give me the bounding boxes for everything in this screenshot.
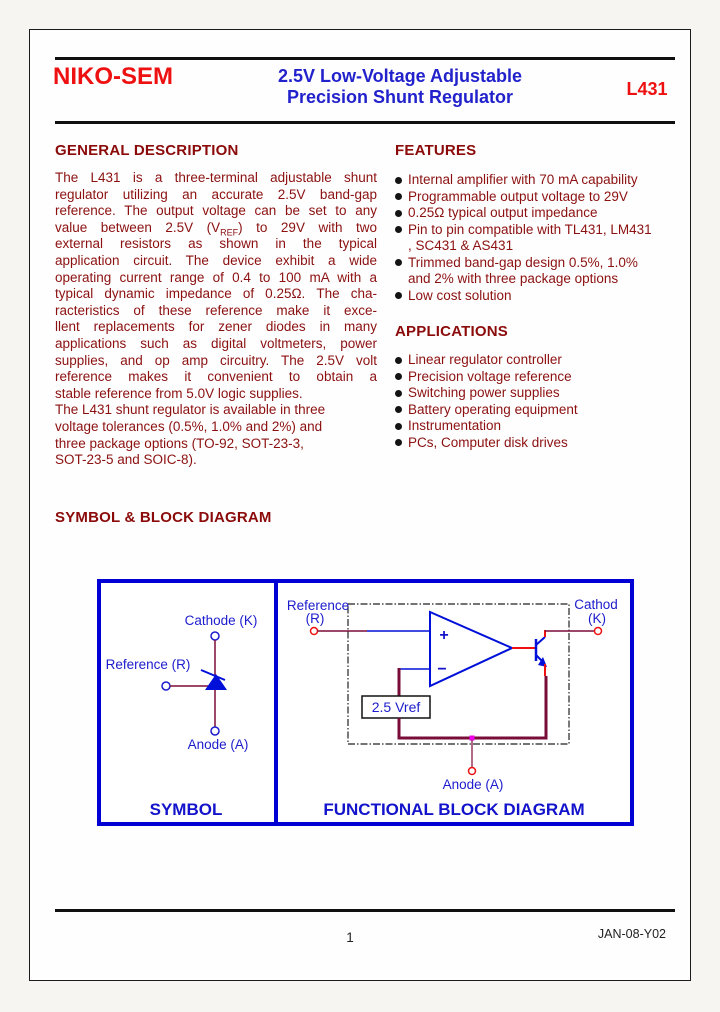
anode-junction-dot [469, 735, 475, 741]
applications-list: Linear regulator controller Precision vo… [395, 352, 690, 451]
opamp-icon [429, 610, 515, 688]
description-line: reference. The output voltage can be set… [55, 203, 377, 219]
description-line: regulator utilizing an accurate 2.5V ban… [55, 186, 377, 202]
application-item: Precision voltage reference [395, 369, 690, 386]
feature-item: Trimmed band-gap design 0.5%, 1.0% [395, 255, 690, 272]
description-line: SOT-23-5 and SOIC-8). [55, 452, 197, 468]
description-line: application circuit. The device exhibit … [55, 252, 377, 268]
description-line: three package options (TO-92, SOT-23-3, [55, 435, 304, 451]
vref-box [361, 695, 431, 719]
description-line: voltage tolerances (0.5%, 1.0% and 2%) a… [55, 418, 323, 434]
description-line: stable reference from 5.0V logic supplie… [55, 385, 303, 401]
opamp-minus-input: − [437, 661, 446, 678]
transistor-collector-icon [535, 636, 546, 646]
description-line: external resistors as shown in the typic… [55, 236, 377, 252]
description-line: applications such as digital voltmeters,… [55, 335, 377, 351]
diode-cathode-bar-icon [200, 669, 226, 681]
features-heading: FEATURES [395, 142, 477, 159]
symbol-anode-terminal [210, 726, 220, 736]
feature-item: Internal amplifier with 70 mA capability [395, 172, 690, 189]
block-reference-terminal [309, 626, 319, 636]
description-line: The L431 shunt regulator is available in… [55, 402, 326, 418]
application-item: Switching power supplies [395, 385, 690, 402]
feature-item-continuation: and 2% with three package options [408, 271, 619, 286]
diagram-heading: SYMBOL & BLOCK DIAGRAM [55, 509, 272, 526]
application-item: Instrumentation [395, 418, 690, 435]
page-number: 1 [346, 930, 354, 945]
bullet-icon [395, 406, 402, 414]
symbol-reference-terminal [161, 681, 171, 691]
symbol-anode-label: Anode (A) [188, 737, 249, 752]
vref-subscript: REF [220, 227, 239, 238]
feature-item: Programmable output voltage to 29V [395, 189, 690, 206]
diagram-canvas: Cathode (K) Reference (R) Anode (A) SYMB… [97, 579, 634, 826]
company-logo: NIKO-SEM [53, 63, 173, 90]
description-line: supplies, and op amp circuitry. The 2.5V… [55, 352, 377, 368]
description-line: llent replacements for zener diodes in m… [55, 319, 377, 335]
bullet-icon [395, 292, 402, 300]
block-anode-terminal [467, 766, 477, 776]
description-line: reference makes it convenient to obtain … [55, 369, 377, 385]
block-cathode-label: Cathod [574, 597, 618, 612]
feature-item: Low cost solution [395, 288, 690, 305]
bullet-icon [395, 209, 402, 217]
ic-boundary-dashed-box [347, 603, 570, 745]
header-top-rule [55, 57, 675, 60]
bullet-icon [395, 259, 402, 267]
date-code: JAN-08-Y02 [597, 927, 666, 941]
block-reference-label-pin: (R) [306, 611, 325, 626]
general-description-text: The L431 is a three-terminal adjustable … [55, 170, 377, 469]
application-item: PCs, Computer disk drives [395, 435, 690, 452]
header-bottom-rule [55, 121, 675, 124]
block-cathode-label-pin: (K) [588, 611, 606, 626]
applications-heading: APPLICATIONS [395, 323, 508, 340]
description-line: operating current range of 0.4 to 100 mA… [55, 269, 377, 285]
features-list: Internal amplifier with 70 mA capability… [395, 172, 690, 304]
description-line-vref: value between 2.5V (VREF) to 29V with tw… [55, 219, 377, 238]
bullet-icon [395, 422, 402, 430]
doc-title-line1: 2.5V Low-Voltage Adjustable [277, 66, 523, 86]
bullet-icon [395, 439, 402, 447]
symbol-block-diagram: Cathode (K) Reference (R) Anode (A) SYMB… [97, 579, 634, 826]
symbol-cathode-label: Cathode (K) [185, 613, 258, 628]
bullet-icon [395, 176, 402, 184]
bullet-icon [395, 373, 402, 381]
description-line: typical dynamic impedance of 0.25Ω. The … [55, 286, 377, 302]
block-cathode-terminal [593, 626, 603, 636]
symbol-caption: SYMBOL [150, 800, 223, 819]
datasheet-page: NIKO-SEM 2.5V Low-Voltage Adjustable Pre… [29, 29, 691, 981]
general-description-heading: GENERAL DESCRIPTION [55, 142, 239, 159]
application-item: Linear regulator controller [395, 352, 690, 369]
description-line: racteristics of these reference make it … [55, 302, 377, 318]
symbol-reference-label: Reference (R) [106, 657, 191, 672]
bullet-icon [395, 356, 402, 364]
shunt-diode-icon [205, 674, 227, 690]
feature-item-continuation: , SC431 & AS431 [408, 238, 514, 253]
footer-rule [55, 909, 675, 912]
vref-box-label: 2.5 Vref [372, 699, 421, 715]
block-reference-label: Reference [287, 598, 349, 613]
bullet-icon [395, 389, 402, 397]
opamp-plus-input: + [439, 627, 448, 644]
bullet-icon [395, 193, 402, 201]
feature-item: 0.25Ω typical output impedance [395, 205, 690, 222]
symbol-cathode-terminal [210, 631, 220, 641]
block-anode-label: Anode (A) [443, 777, 504, 792]
description-line: The L431 is a three-terminal adjustable … [55, 170, 377, 185]
feature-item: Pin to pin compatible with TL431, LM431 [395, 222, 690, 239]
application-item: Battery operating equipment [395, 402, 690, 419]
block-caption: FUNCTIONAL BLOCK DIAGRAM [323, 800, 584, 819]
doc-title-line2: Precision Shunt Regulator [286, 87, 514, 107]
part-number: L431 [626, 79, 668, 99]
doc-title: 2.5V Low-Voltage Adjustable Precision Sh… [200, 66, 600, 108]
bullet-icon [395, 226, 402, 234]
